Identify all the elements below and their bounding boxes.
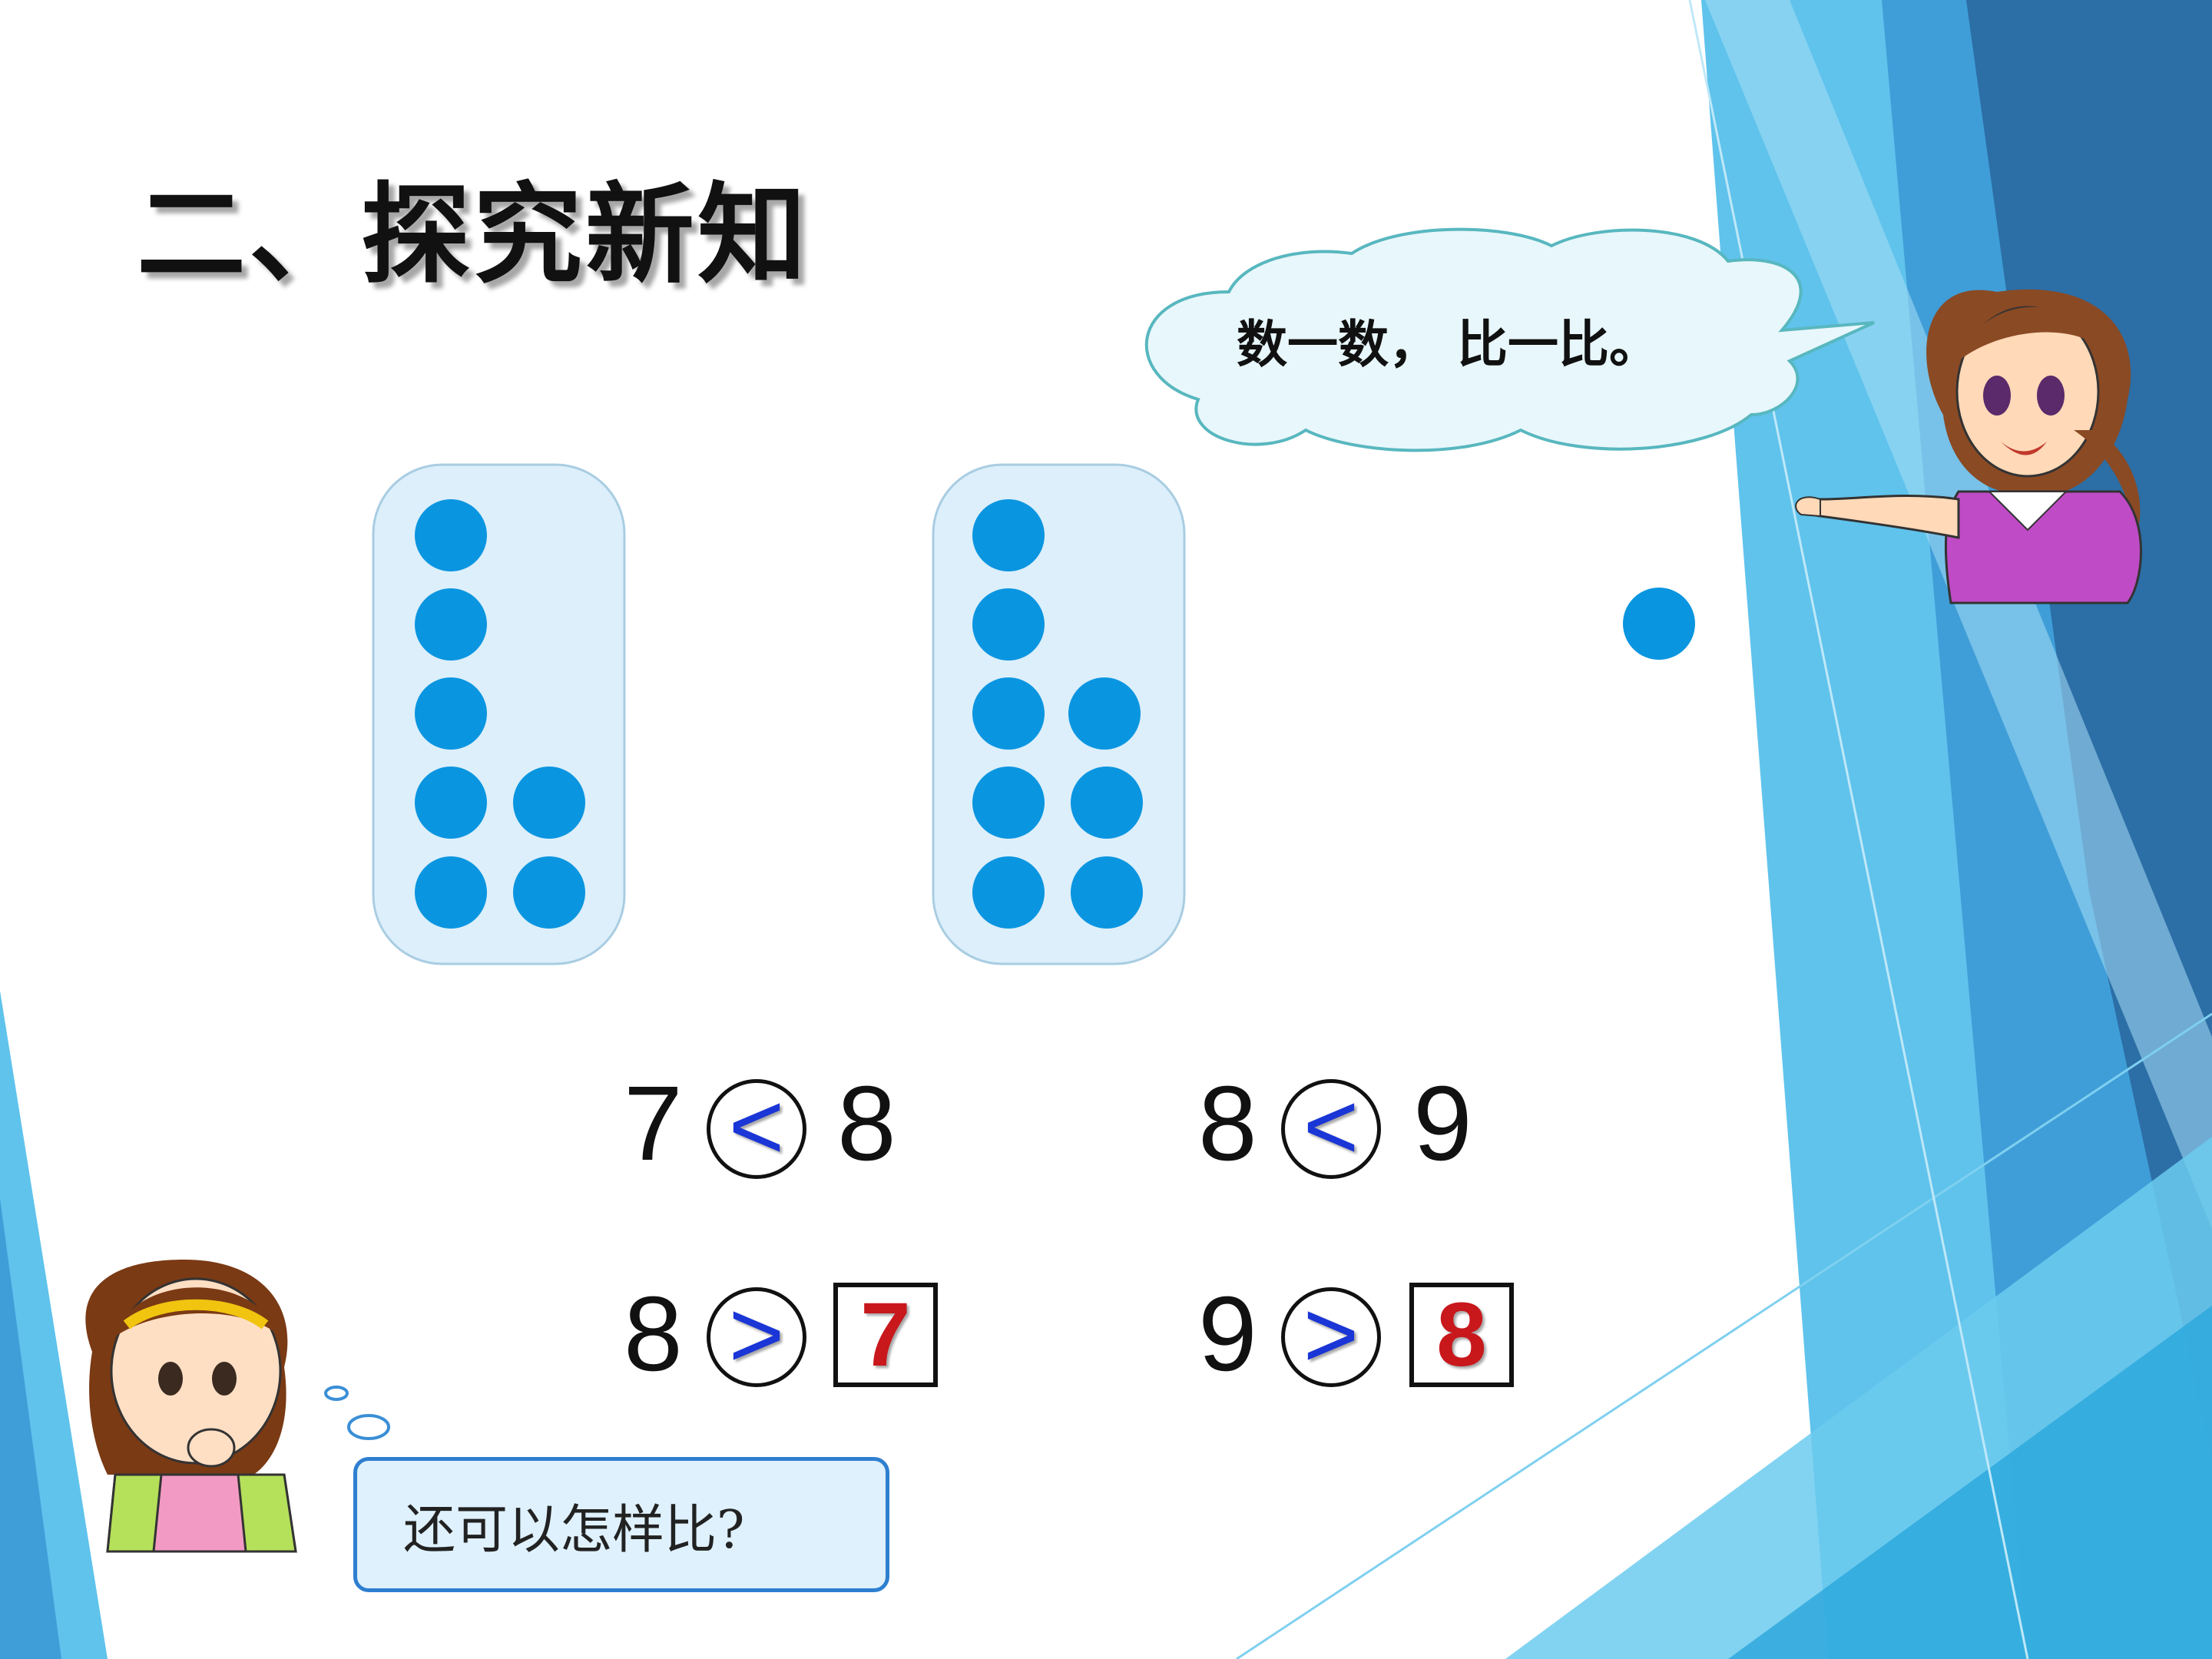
thought-bubble-medium — [347, 1414, 390, 1440]
page-title: 二、探究新知 — [137, 171, 810, 299]
decor-left-triangle-dark — [0, 1198, 61, 1659]
decor-corner-triangle-dark — [1728, 1306, 2212, 1659]
prompt-text: 还可以怎样比? — [403, 1499, 745, 1561]
counter-dot — [415, 499, 487, 571]
comparison-4-left: 9 — [1198, 1275, 1257, 1393]
counter-dot — [972, 588, 1045, 661]
thinking-girl-illustration — [85, 1260, 297, 1553]
counter-dot — [513, 856, 585, 929]
counter-dot — [1068, 677, 1141, 750]
prompt-box: 还可以怎样比? — [353, 1457, 889, 1592]
comparison-4-sign: > — [1281, 1287, 1381, 1387]
decor-line — [1236, 1012, 2212, 1659]
counter-dot — [415, 767, 487, 839]
speech-bubble-shape — [1144, 227, 1875, 452]
counter-dot — [513, 767, 585, 839]
counter-dot — [415, 588, 487, 661]
counter-dot — [1071, 767, 1143, 839]
comparison-4-answer-box: 8 — [1409, 1283, 1514, 1387]
teacher-illustration — [1795, 289, 2142, 604]
comparison-1-left: 7 — [624, 1065, 683, 1183]
extra-dot — [1623, 588, 1695, 660]
comparison-2-right: 9 — [1413, 1065, 1472, 1183]
comparison-2-sign: < — [1281, 1079, 1381, 1179]
right-group — [972, 499, 1143, 929]
counter-dot — [972, 767, 1045, 839]
counter-dot — [415, 677, 487, 750]
comparison-2-left: 8 — [1198, 1065, 1257, 1183]
thought-bubble-small — [324, 1386, 349, 1401]
comparison-3-left: 8 — [624, 1275, 683, 1393]
counter-dot — [1071, 856, 1143, 929]
counter-dot — [972, 499, 1045, 571]
dot-card-right — [932, 463, 1186, 965]
counter-dot — [415, 856, 487, 929]
comparison-1-right: 8 — [837, 1065, 896, 1183]
counter-dot — [1623, 588, 1695, 660]
counter-dot — [972, 677, 1045, 750]
comparison-3-sign: > — [707, 1287, 806, 1387]
comparison-1-sign: < — [707, 1079, 806, 1179]
decor-band-pale — [1705, 0, 2212, 1229]
left-group — [415, 499, 585, 929]
speech-bubble-text: 数一数， 比一比。 — [1237, 314, 1660, 374]
counter-dot — [972, 856, 1045, 929]
comparison-3-answer-box: 7 — [833, 1283, 938, 1387]
dot-card-left — [372, 463, 626, 965]
